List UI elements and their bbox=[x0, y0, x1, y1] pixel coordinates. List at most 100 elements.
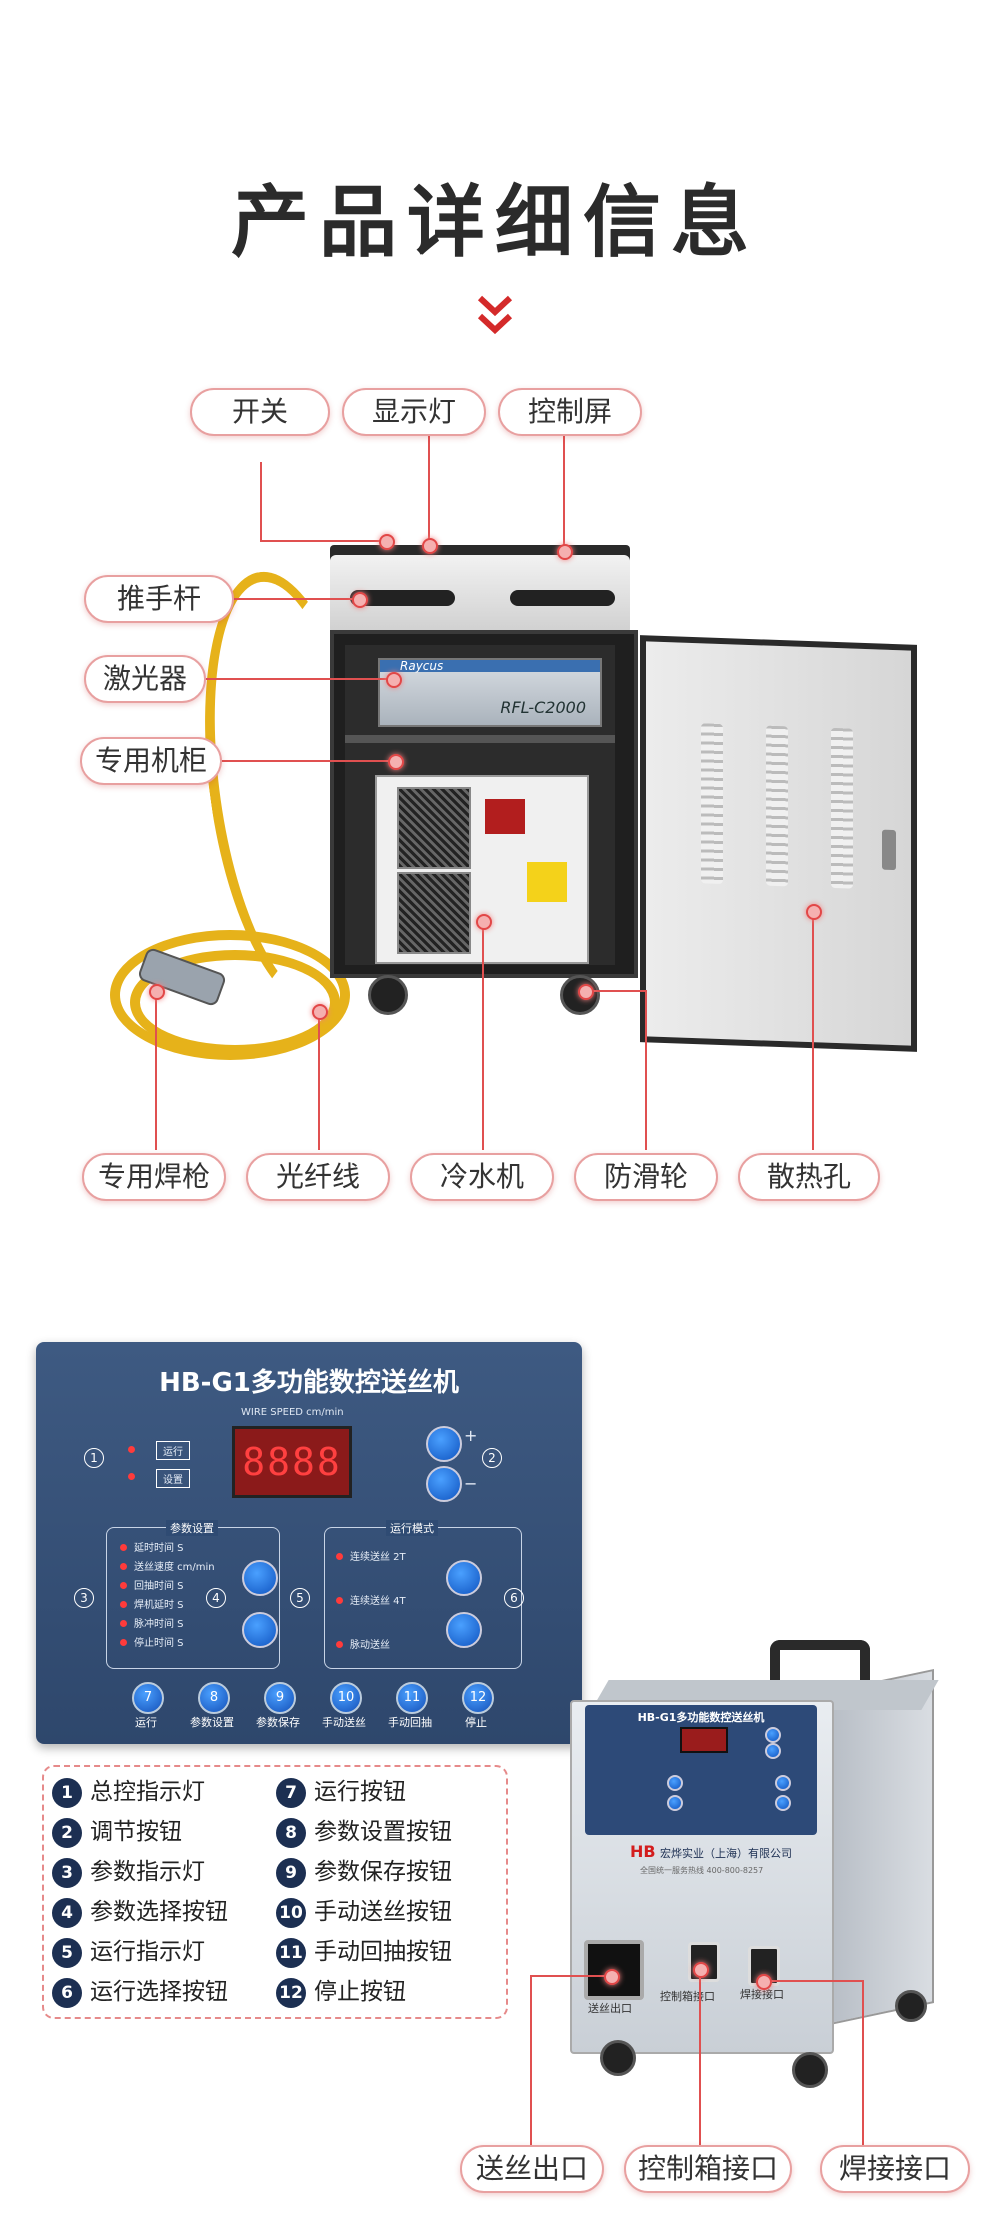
marker-dot bbox=[312, 1004, 328, 1020]
line-switch bbox=[260, 462, 262, 542]
feeder-brand: HB bbox=[630, 1842, 656, 1861]
param-item: 送丝速度 cm/min bbox=[134, 1562, 215, 1573]
label-control-box: 控制箱接口 bbox=[624, 2145, 792, 2193]
chiller-warning-label bbox=[527, 862, 567, 902]
line-chiller bbox=[482, 920, 484, 1150]
param-setting-label: 参数设置 bbox=[190, 1716, 234, 1729]
line-laser bbox=[205, 678, 390, 680]
control-box-print: 控制箱接口 bbox=[660, 1990, 715, 2003]
param-item: 脉冲时间 S bbox=[134, 1619, 184, 1630]
feeder-wheel-right bbox=[792, 2052, 828, 2088]
label-indicator: 显示灯 bbox=[342, 388, 486, 436]
run-label: 运行 bbox=[156, 1441, 190, 1460]
param-item: 焊机延时 S bbox=[134, 1600, 184, 1611]
feeder-wheel-left bbox=[600, 2040, 636, 2076]
laser-model: RFL-C2000 bbox=[500, 698, 586, 717]
door-latch bbox=[882, 829, 896, 871]
param-indicator bbox=[120, 1639, 127, 1646]
mode-down-button[interactable] bbox=[446, 1612, 482, 1648]
param-indicator bbox=[120, 1601, 127, 1608]
marker-dot bbox=[557, 544, 573, 560]
carry-handle bbox=[770, 1640, 870, 1700]
line-control-box bbox=[699, 1968, 701, 2145]
marker-dot bbox=[756, 1974, 772, 1990]
mode-item: 连续送丝 4T bbox=[350, 1596, 406, 1607]
chevron-down-icon bbox=[477, 295, 513, 335]
marker-dot bbox=[388, 754, 404, 770]
feeder-hotline: 全国统一服务热线 400-800-8257 bbox=[640, 1866, 764, 1875]
mode-item: 脉动送丝 bbox=[350, 1640, 390, 1651]
label-laser: 激光器 bbox=[84, 655, 206, 703]
line-indicator bbox=[428, 436, 430, 546]
param-setting-button[interactable]: 8 bbox=[198, 1682, 230, 1714]
decrease-button[interactable] bbox=[426, 1466, 462, 1502]
increase-button[interactable] bbox=[426, 1426, 462, 1462]
callout-2: 2 bbox=[482, 1448, 502, 1468]
param-up-button[interactable] bbox=[242, 1560, 278, 1596]
marker-dot bbox=[149, 984, 165, 1000]
setup-label: 设置 bbox=[156, 1469, 190, 1488]
run-button[interactable]: 7 bbox=[132, 1682, 164, 1714]
push-handle-left bbox=[350, 590, 455, 606]
param-indicator bbox=[120, 1544, 127, 1551]
label-push-handle: 推手杆 bbox=[84, 575, 234, 623]
weld-print: 焊接接口 bbox=[740, 1988, 784, 2001]
param-indicator bbox=[120, 1620, 127, 1627]
param-save-button[interactable]: 9 bbox=[264, 1682, 296, 1714]
stop-button-label: 停止 bbox=[465, 1716, 487, 1729]
manual-feed-button[interactable]: 10 bbox=[330, 1682, 362, 1714]
line-gun bbox=[155, 990, 157, 1150]
anti-slip-wheel-left bbox=[368, 975, 408, 1015]
label-wire-outlet: 送丝出口 bbox=[460, 2145, 604, 2193]
feeder-side bbox=[830, 1668, 934, 2026]
manual-retract-label: 手动回抽 bbox=[388, 1716, 432, 1729]
marker-dot bbox=[693, 1962, 709, 1978]
callout-4: 4 bbox=[206, 1588, 226, 1608]
label-switch: 开关 bbox=[190, 388, 330, 436]
chiller-display bbox=[485, 799, 525, 834]
callout-1: 1 bbox=[84, 1448, 104, 1468]
callout-3: 3 bbox=[74, 1588, 94, 1608]
manual-retract-button[interactable]: 11 bbox=[396, 1682, 428, 1714]
marker-dot bbox=[379, 534, 395, 550]
param-item: 停止时间 S bbox=[134, 1638, 184, 1649]
feeder-wheel-back bbox=[895, 1990, 927, 2022]
marker-dot bbox=[578, 984, 594, 1000]
mode-up-button[interactable] bbox=[446, 1560, 482, 1596]
line-weld-h bbox=[762, 1980, 862, 1982]
fiber-cable-coil bbox=[110, 930, 350, 1060]
line-cabinet bbox=[218, 760, 393, 762]
label-weld: 焊接接口 bbox=[820, 2145, 970, 2193]
line-wire-out-h bbox=[530, 1975, 610, 1977]
wire-speed-label: WIRE SPEED cm/min bbox=[241, 1407, 344, 1418]
param-indicator bbox=[120, 1582, 127, 1589]
line-handle bbox=[232, 598, 357, 600]
line-wire-out bbox=[530, 1975, 532, 2145]
label-wheel: 防滑轮 bbox=[574, 1153, 718, 1201]
plus-icon: + bbox=[464, 1426, 478, 1445]
param-indicator bbox=[120, 1563, 127, 1570]
marker-dot bbox=[806, 904, 822, 920]
minus-icon: − bbox=[464, 1474, 478, 1493]
feeder-panel-title: HB-G1多功能数控送丝机 bbox=[637, 1711, 765, 1724]
wire-outlet-print: 送丝出口 bbox=[588, 2002, 632, 2015]
feeder-btn bbox=[667, 1795, 683, 1811]
mode-indicator bbox=[336, 1597, 343, 1604]
params-group-label: 参数设置 bbox=[166, 1520, 218, 1536]
stop-button[interactable]: 12 bbox=[462, 1682, 494, 1714]
label-gun: 专用焊枪 bbox=[82, 1153, 226, 1201]
feeder-display bbox=[680, 1727, 728, 1753]
param-item: 回抽时间 S bbox=[134, 1581, 184, 1592]
feeder-btn bbox=[667, 1775, 683, 1791]
mode-indicator bbox=[336, 1553, 343, 1560]
line-screen bbox=[563, 436, 565, 552]
param-down-button[interactable] bbox=[242, 1612, 278, 1648]
feeder-btn bbox=[765, 1743, 781, 1759]
